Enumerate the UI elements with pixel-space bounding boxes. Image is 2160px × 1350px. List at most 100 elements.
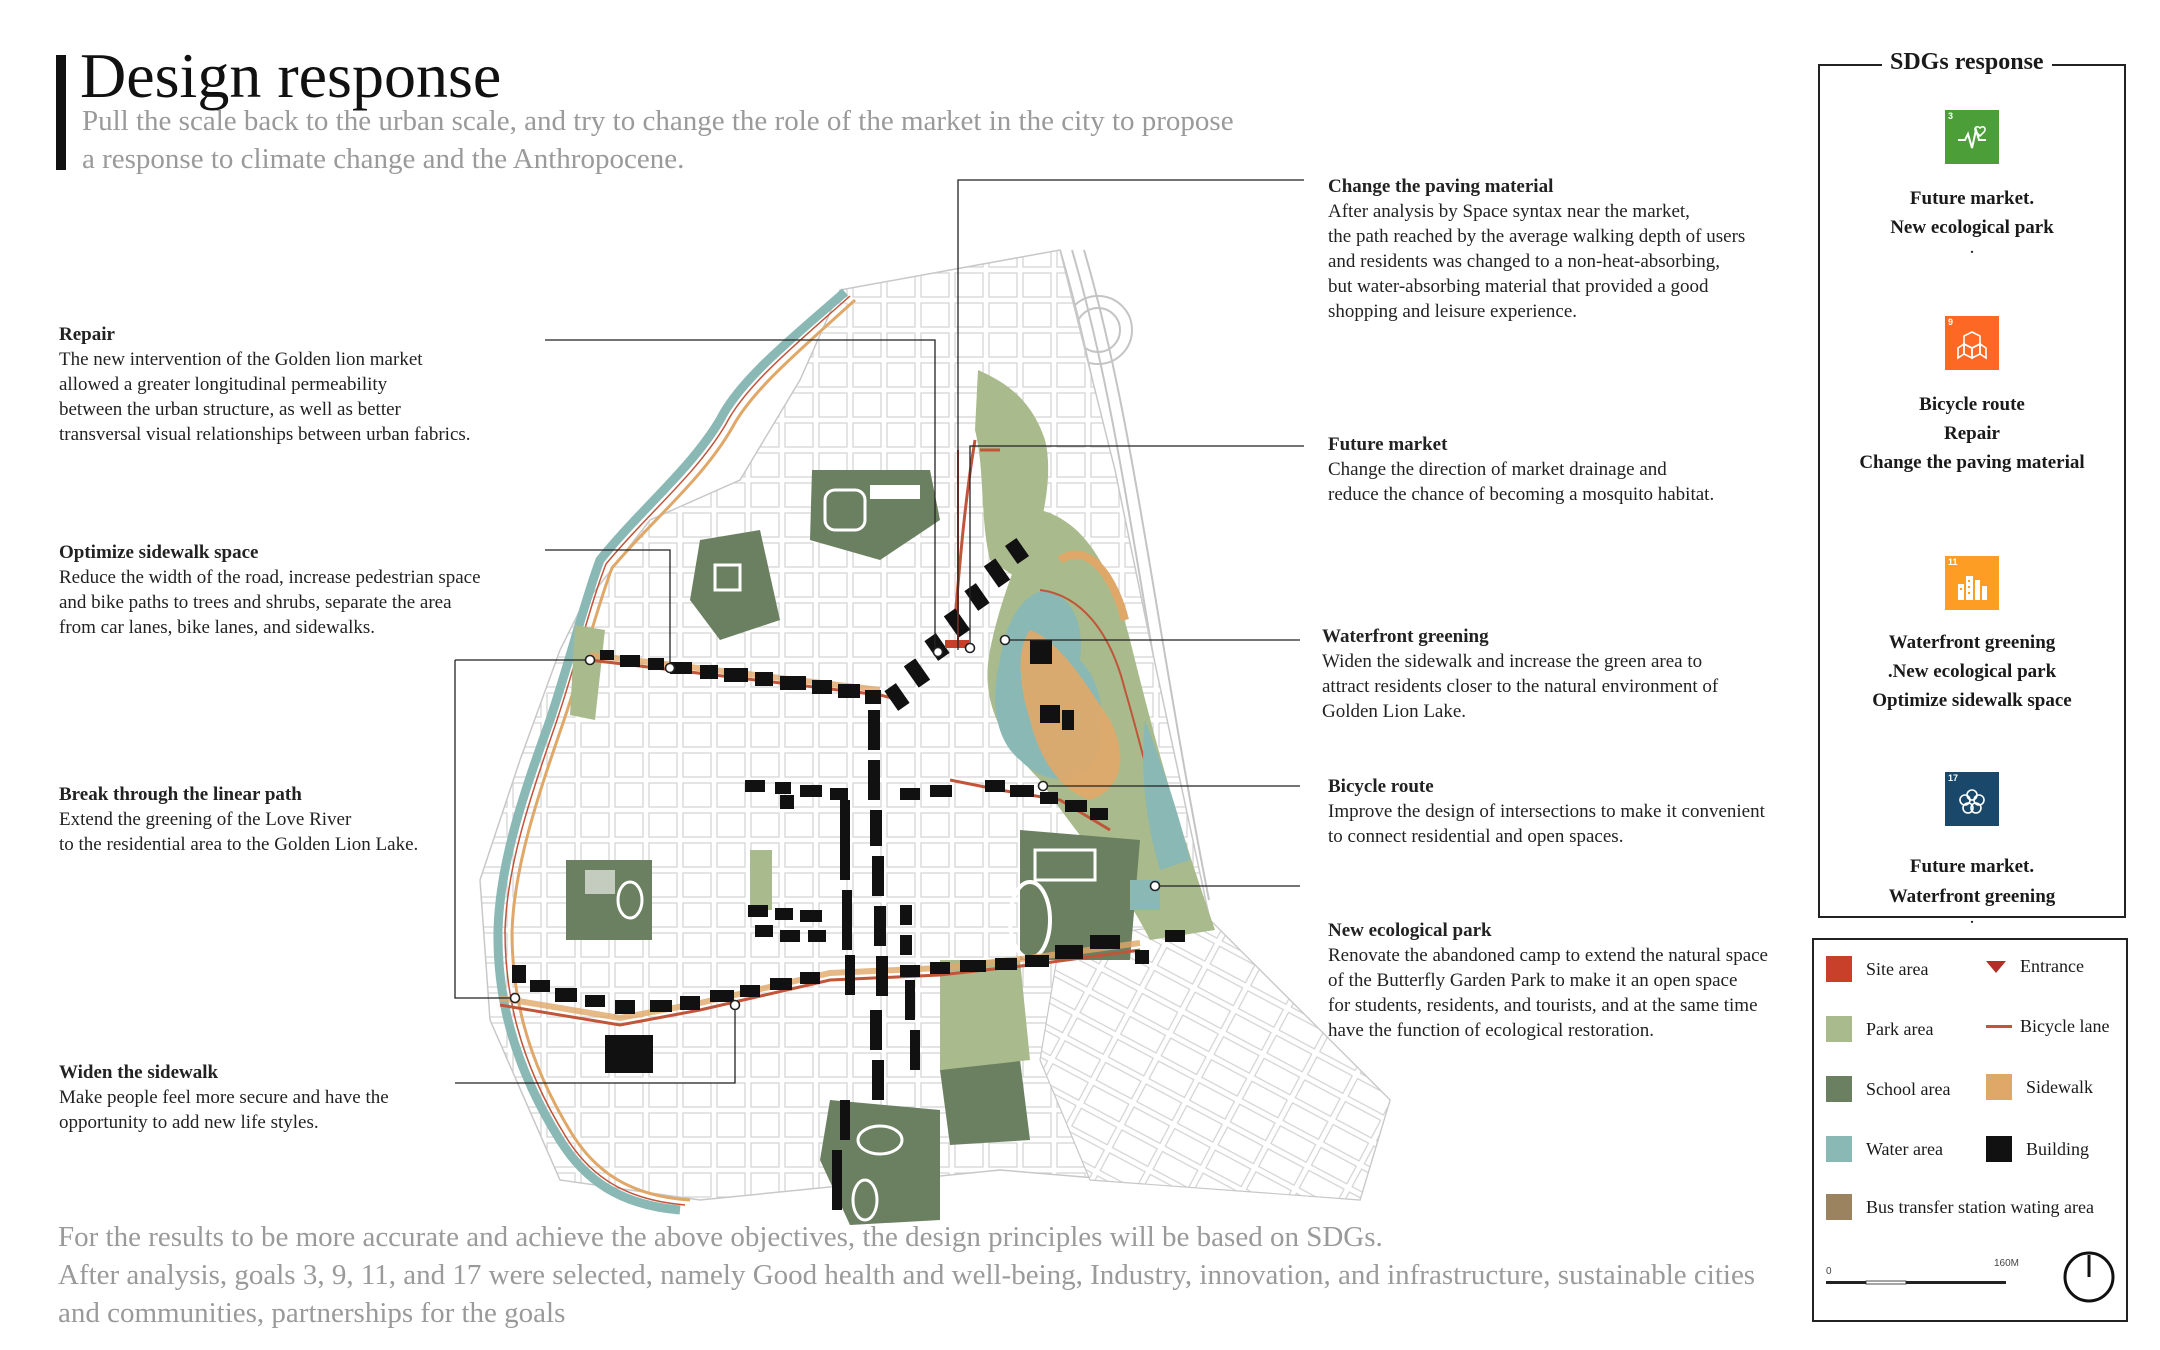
sdg-panel-title: SDGs response: [1882, 46, 2052, 78]
note-widen: Widen the sidewalk Make people feel more…: [59, 1060, 489, 1135]
north-arrow-icon: [2063, 1251, 2115, 1303]
legend-building: Building: [1986, 1136, 2089, 1162]
callout-dots: [509, 634, 1161, 1011]
legend-bus-station: Bus transfer station wating area: [1826, 1194, 2094, 1220]
legend-bicycle-lane: Bicycle lane: [1986, 1016, 2109, 1037]
note-widen-title: Widen the sidewalk: [59, 1062, 219, 1083]
title-accent-bar: [56, 55, 66, 170]
note-repair-body: The new intervention of the Golden lion …: [59, 349, 471, 445]
legend-label: School area: [1866, 1078, 1951, 1099]
note-bicycle-title: Bicycle route: [1328, 776, 1434, 797]
legend-swatch: [1826, 1136, 1852, 1162]
note-break-body: Extend the greening of the Love River to…: [59, 809, 419, 855]
cubes-icon: [1957, 331, 1987, 360]
sdg-17-line-2: Waterfront greening: [1888, 886, 2056, 907]
sdg-3-line-1: Future market.: [1909, 188, 2035, 209]
note-future: Future market Change the direction of ma…: [1328, 432, 1798, 507]
sdg-17-number: 17: [1948, 773, 1959, 783]
sdg-11-badge: 11: [1945, 556, 1999, 610]
legend-label: Entrance: [2020, 956, 2084, 976]
note-repair-title: Repair: [59, 324, 115, 345]
legend-swatch: [1826, 956, 1852, 982]
legend-swatch: [1826, 1016, 1852, 1042]
legend-swatch: [1986, 1074, 2012, 1100]
legend-label: Bicycle lane: [2020, 1016, 2110, 1036]
sdg-11-line-2: .New ecological park: [1887, 661, 2057, 682]
small-park: [750, 850, 772, 910]
bicycle-lane-line-icon: [1986, 1025, 2012, 1028]
note-paving-body: After analysis by Space syntax near the …: [1328, 201, 1746, 322]
page-subtitle: Pull the scale back to the urban scale, …: [82, 105, 1234, 175]
scale-bar-graphic: [1826, 1280, 2006, 1285]
sdg-17-badge: 17: [1945, 772, 1999, 826]
sdg-17-line-3: .: [1970, 912, 1974, 927]
note-bicycle-body: Improve the design of intersections to m…: [1328, 801, 1765, 847]
legend-school-area: School area: [1826, 1076, 1950, 1102]
legend-label: Sidewalk: [2026, 1076, 2093, 1097]
note-waterfront-body: Widen the sidewalk and increase the gree…: [1322, 651, 1719, 722]
love-river-bank: [510, 298, 857, 1202]
legend-label: Bus transfer station wating area: [1866, 1196, 2094, 1217]
legend-water-area: Water area: [1826, 1136, 1943, 1162]
note-paving-title: Change the paving material: [1328, 176, 1554, 197]
sdg-goal-9: 9 Bicycle route Repair Change the paving…: [1820, 316, 2124, 477]
legend-park-area: Park area: [1826, 1016, 1933, 1042]
note-eco: New ecological park Renovate the abandon…: [1328, 918, 1808, 1043]
legend-panel: Site area Entrance Park area Bicycle lan…: [1812, 938, 2128, 1322]
scale-bar: 0 160M: [1826, 1258, 2026, 1288]
sdg-17-line-1: Future market.: [1909, 856, 2035, 877]
callout-leaders: [454, 179, 1304, 1084]
scale-end-label: 160M: [1994, 1258, 2020, 1269]
note-break: Break through the linear path Extend the…: [59, 782, 509, 857]
north-park: [975, 370, 1049, 580]
note-optimize-body: Reduce the width of the road, increase p…: [59, 567, 481, 638]
sdg-11-line-1: Waterfront greening: [1888, 632, 2056, 653]
note-paving: Change the paving material After analysi…: [1328, 174, 1798, 324]
sdg-3-badge: 3: [1945, 110, 1999, 164]
note-future-body: Change the direction of market drainage …: [1328, 459, 1715, 505]
sdg-goal-11: 11 Waterfront greening .New ecological p…: [1820, 556, 2124, 715]
note-eco-title: New ecological park: [1328, 920, 1492, 941]
city-icon: [1958, 576, 1987, 600]
note-repair: Repair The new intervention of the Golde…: [59, 322, 559, 447]
legend-label: Park area: [1866, 1018, 1934, 1039]
sdg-11-line-3: Optimize sidewalk space: [1872, 690, 2072, 711]
note-waterfront: Waterfront greening Widen the sidewalk a…: [1322, 624, 1792, 724]
page-title: Design response: [80, 40, 502, 111]
sdg-goal-17: 17 Future market. Waterfront greening .: [1820, 772, 2124, 928]
sdg-panel: 3 Future market. New ecological park . 9…: [1818, 64, 2126, 927]
sdg-9-badge: 9: [1945, 316, 1999, 370]
school-south: [940, 1060, 1030, 1145]
sdg-3-number: 3: [1948, 111, 1954, 121]
legend-entrance: Entrance: [1982, 956, 2084, 977]
school-northwest: [690, 530, 780, 640]
sdg-9-line-1: Bicycle route: [1919, 394, 2025, 415]
sdg-3-line-3: .: [1970, 242, 1974, 257]
heartbeat-icon: [1958, 126, 1986, 149]
sdg-11-number: 11: [1948, 557, 1958, 567]
note-widen-body: Make people feel more secure and have th…: [59, 1087, 389, 1133]
legend-label: Site area: [1866, 958, 1929, 979]
flower-icon: [1959, 789, 1985, 814]
legend-label: Water area: [1866, 1138, 1943, 1159]
note-optimize: Optimize sidewalk space Reduce the width…: [59, 540, 559, 640]
legend-label: Building: [2026, 1138, 2090, 1159]
note-bicycle: Bicycle route Improve the design of inte…: [1328, 774, 1808, 849]
legend-site-area: Site area: [1826, 956, 1928, 982]
sdg-goal-3: 3 Future market. New ecological park .: [1820, 110, 2124, 258]
sdg-9-number: 9: [1948, 317, 1954, 327]
entrance-triangle-icon: [1986, 960, 2006, 973]
legend-swatch: [1826, 1194, 1852, 1220]
note-break-title: Break through the linear path: [59, 784, 302, 805]
scale-start-label: 0: [1826, 1266, 1832, 1277]
note-eco-body: Renovate the abandoned camp to extend th…: [1328, 945, 1768, 1041]
sdg-9-line-2: Repair: [1944, 423, 2000, 444]
note-waterfront-title: Waterfront greening: [1322, 626, 1489, 647]
footer-text: For the results to be more accurate and …: [58, 1221, 1756, 1329]
note-future-title: Future market: [1328, 434, 1448, 455]
note-optimize-title: Optimize sidewalk space: [59, 542, 259, 563]
sdg-3-line-2: New ecological park: [1890, 217, 2054, 238]
legend-swatch: [1826, 1076, 1852, 1102]
sdg-9-line-3: Change the paving material: [1859, 452, 2085, 473]
